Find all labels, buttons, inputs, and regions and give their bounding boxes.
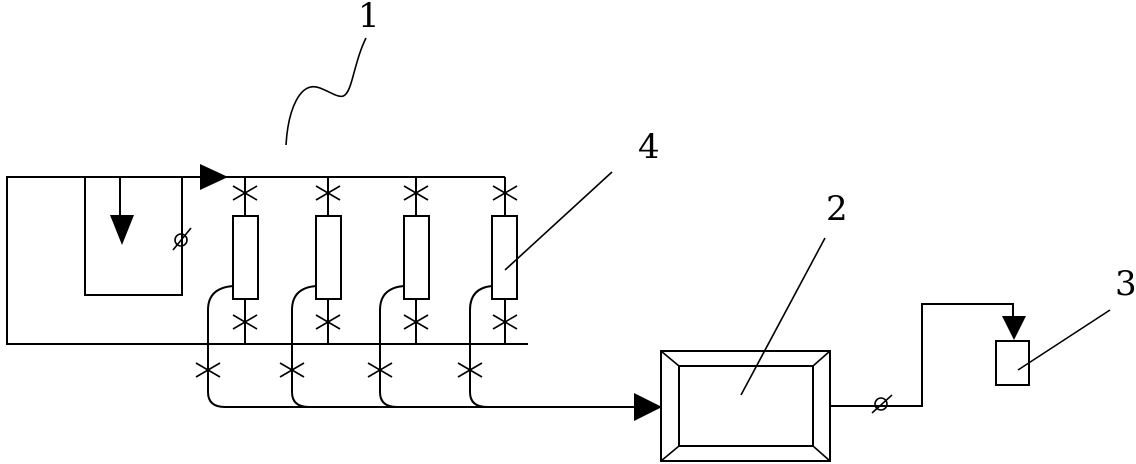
outlet-pipe-2 bbox=[291, 285, 317, 408]
valve-outlet-1-icon bbox=[195, 362, 221, 378]
leader-line-1 bbox=[285, 37, 367, 146]
valve-top-4-icon bbox=[492, 185, 518, 201]
valve-bottom-1-icon bbox=[232, 314, 258, 330]
column-1 bbox=[232, 215, 259, 300]
outlet-pipe-3 bbox=[379, 285, 405, 408]
outlet-check-valve-icon bbox=[871, 394, 893, 414]
valve-bottom-3-icon bbox=[403, 314, 429, 330]
outer-return-pipe bbox=[6, 176, 528, 345]
valve-outlet-2-icon bbox=[279, 362, 305, 378]
tank-inner bbox=[678, 365, 814, 447]
valve-bottom-4-icon bbox=[492, 314, 518, 330]
tank-outlet-pipe bbox=[830, 303, 1014, 407]
column-4 bbox=[491, 215, 518, 300]
collector-vessel bbox=[995, 340, 1030, 386]
leader-line-3 bbox=[1017, 309, 1111, 371]
valve-top-2-icon bbox=[315, 185, 341, 201]
leader-line-4 bbox=[504, 171, 613, 271]
column-unit-1 bbox=[195, 177, 259, 408]
check-valve-icon bbox=[172, 227, 192, 251]
valve-outlet-3-icon bbox=[367, 362, 393, 378]
pump-loop-pipe bbox=[84, 176, 200, 296]
label-loop: 1 bbox=[358, 0, 380, 36]
column-unit-2 bbox=[279, 177, 342, 408]
valve-outlet-4-icon bbox=[457, 362, 483, 378]
column-unit-3 bbox=[367, 177, 430, 408]
down-to-collector-arrow-icon bbox=[1002, 316, 1026, 340]
tank bbox=[660, 350, 831, 462]
outlet-pipe-4 bbox=[469, 285, 493, 408]
label-collector: 3 bbox=[1115, 264, 1136, 304]
label-tank: 2 bbox=[826, 189, 848, 229]
column-2 bbox=[315, 215, 342, 300]
collector-line bbox=[830, 303, 1030, 414]
column-3 bbox=[403, 215, 430, 300]
valve-top-3-icon bbox=[403, 185, 429, 201]
down-arrow-icon bbox=[110, 215, 134, 245]
outlet-pipe-1 bbox=[207, 285, 234, 408]
column-unit-4 bbox=[457, 177, 518, 408]
leader-line-2 bbox=[740, 237, 826, 396]
flow-right-arrow-icon bbox=[200, 164, 228, 190]
tank-outer bbox=[660, 350, 831, 462]
column-assembly bbox=[6, 164, 662, 421]
flow-to-tank-arrow-icon bbox=[634, 393, 662, 421]
valve-bottom-2-icon bbox=[315, 314, 341, 330]
label-column: 4 bbox=[638, 127, 660, 167]
valve-top-1-icon bbox=[232, 185, 258, 201]
